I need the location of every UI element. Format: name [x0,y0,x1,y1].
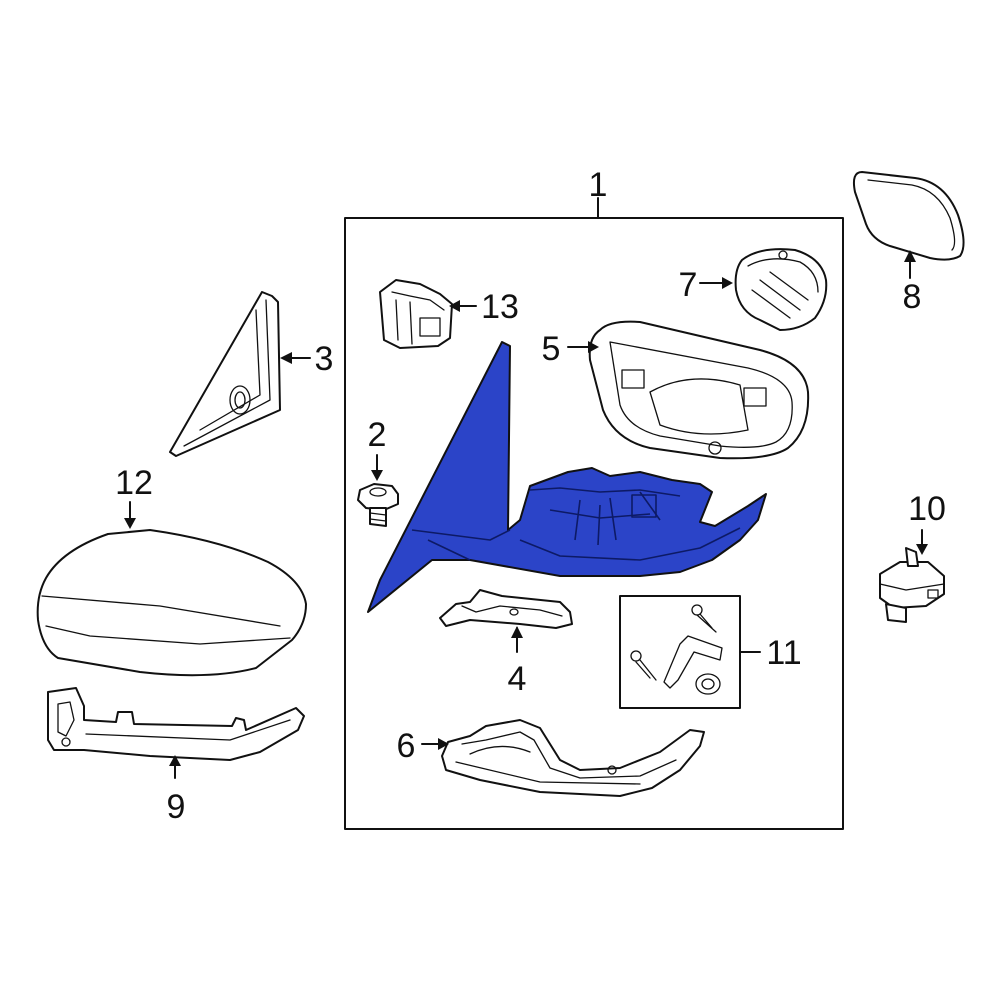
arrow-2 [371,470,383,481]
part-12-mirror-cover[interactable] [36,529,307,677]
part-10-sensor[interactable] [879,547,945,623]
arrow-6 [438,738,449,750]
callout-12: 12 [115,464,153,502]
part-5-mirror-frame[interactable] [588,320,810,460]
part-9-lower-trim[interactable] [47,687,305,761]
arrow-7 [722,277,733,289]
callout-10: 10 [908,490,946,528]
callout-3: 3 [315,340,334,378]
callout-7: 7 [679,266,698,304]
callout-1: 1 [589,166,608,204]
arrow-9 [169,755,181,766]
part-7-housing[interactable] [734,248,828,331]
callout-8: 8 [903,278,922,316]
part-13-actuator[interactable] [379,279,453,349]
arrow-4 [511,626,523,638]
callout-2: 2 [368,416,387,454]
callout-6: 6 [397,727,416,765]
callout-9: 9 [167,788,186,826]
callout-13: 13 [481,288,519,326]
arrow-10 [916,544,928,555]
arrow-13 [449,300,460,312]
arrow-8 [904,250,916,262]
assembly-box [344,217,844,830]
part-2-bolt[interactable] [357,483,399,527]
part-11-hardware [630,604,723,695]
part-8-mirror-glass[interactable] [852,171,965,261]
arrow-3 [280,352,292,364]
part-1-base-bracket[interactable] [367,341,767,613]
callout-11: 11 [766,634,801,672]
part-4-bracket[interactable] [439,589,573,629]
part-6-lower-cover[interactable] [441,719,705,797]
callout-4: 4 [508,660,527,698]
part-3-sail-trim[interactable] [169,291,281,457]
callout-5: 5 [542,330,561,368]
arrow-5 [588,341,599,353]
arrow-12 [124,518,136,529]
